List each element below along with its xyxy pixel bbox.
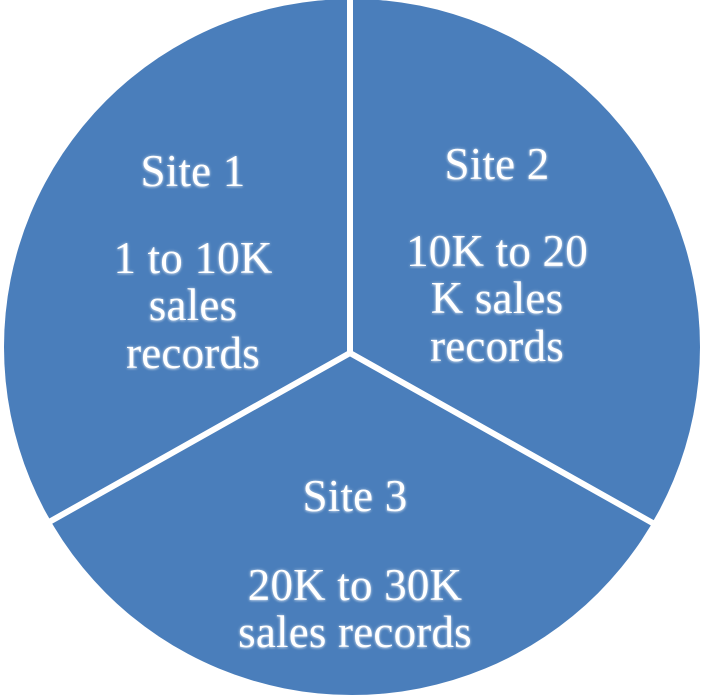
divider-lower-right — [348, 350, 660, 529]
divider-lower-left — [40, 350, 352, 529]
pie-dividers — [40, 0, 660, 529]
